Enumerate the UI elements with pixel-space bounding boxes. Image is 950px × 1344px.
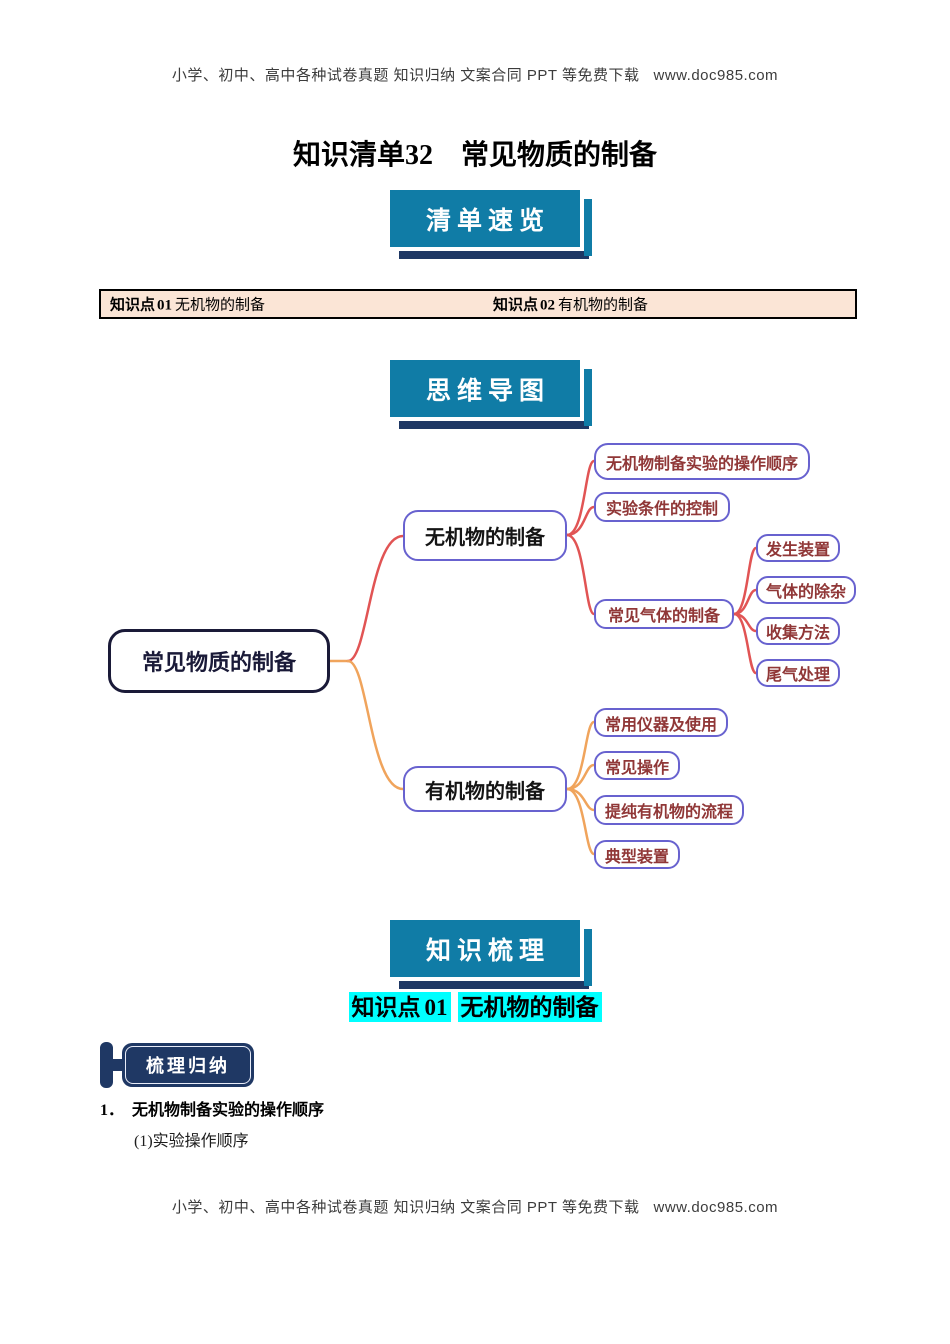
- list-item-1-text: 无机物制备实验的操作顺序: [132, 1102, 325, 1119]
- kp2-label: 知识点: [493, 296, 539, 314]
- node-common-operations: 常见操作: [594, 751, 681, 780]
- kp2-text: 有机物的制备: [558, 296, 649, 314]
- node-gas-purification: 气体的除杂: [756, 576, 857, 604]
- kp2-number: 02: [540, 297, 556, 314]
- mindmap-root-node: 常见物质的制备: [108, 629, 330, 693]
- badge-pill: 梳理归纳: [122, 1043, 254, 1087]
- kp-heading-title: 无机物的制备: [460, 994, 599, 1020]
- list-item-1-number: 1．: [100, 1102, 125, 1119]
- node-common-instruments: 常用仪器及使用: [594, 708, 729, 737]
- title-number: 32: [405, 140, 433, 171]
- banner-overview-label: 清单速览: [425, 206, 550, 235]
- footer-url-link[interactable]: www.doc985.com: [653, 1199, 779, 1216]
- mindmap-branch-organic: 有机物的制备: [403, 766, 567, 812]
- summarize-badge: 梳理归纳: [100, 1042, 254, 1088]
- node-generator-device: 发生装置: [756, 534, 841, 562]
- header-text: 小学、初中、高中各种试卷真题 知识归纳 文案合同 PPT 等免费下载: [171, 67, 640, 84]
- page-title: 知识清单32 常见物质的制备: [0, 133, 950, 173]
- banner-overview: 清单速览: [390, 190, 592, 259]
- title-prefix: 知识清单: [292, 139, 405, 170]
- kp1-number: 01: [157, 297, 173, 314]
- node-collection-method: 收集方法: [756, 617, 841, 645]
- banner-mindmap: 思维导图: [390, 360, 592, 429]
- node-typical-device: 典型装置: [594, 840, 681, 869]
- node-tail-gas-treatment: 尾气处理: [756, 659, 841, 687]
- badge-bar-icon: [100, 1042, 113, 1088]
- kp1-label: 知识点: [110, 296, 156, 314]
- banner-knowledge: 知识梳理: [390, 920, 592, 989]
- kp-heading-label: 知识点: [351, 994, 421, 1020]
- banner-mindmap-label: 思维导图: [425, 376, 550, 405]
- page-header: 小学、初中、高中各种试卷真题 知识归纳 文案合同 PPT 等免费下载 www.do…: [0, 64, 950, 85]
- node-condition-control: 实验条件的控制: [594, 492, 731, 522]
- list-item-1-sub: (1)实验操作顺序: [134, 1133, 249, 1150]
- node-gas-preparation: 常见气体的制备: [594, 599, 734, 629]
- mindmap: 常见物质的制备 无机物的制备 无机物制备实验的操作顺序 实验条件的控制 常见气体…: [0, 430, 950, 890]
- banner-knowledge-label: 知识梳理: [425, 936, 550, 965]
- kp-heading-highlight-2: 无机物的制备: [457, 992, 602, 1022]
- badge-label: 梳理归纳: [125, 1046, 251, 1084]
- kp-heading-number: 01: [424, 995, 448, 1020]
- list-item-1: 1． 无机物制备实验的操作顺序: [100, 1096, 324, 1120]
- mindmap-branch-inorganic: 无机物的制备: [403, 510, 567, 561]
- page-footer: 小学、初中、高中各种试卷真题 知识归纳 文案合同 PPT 等免费下载 www.do…: [0, 1196, 950, 1217]
- node-operation-order: 无机物制备实验的操作顺序: [594, 443, 811, 480]
- mindmap-connectors: [328, 459, 758, 856]
- node-purification-process: 提纯有机物的流程: [594, 795, 745, 825]
- kp1-text: 无机物的制备: [175, 296, 266, 314]
- footer-text: 小学、初中、高中各种试卷真题 知识归纳 文案合同 PPT 等免费下载: [171, 1199, 640, 1216]
- title-suffix: 常见物质的制备: [433, 139, 658, 170]
- header-url-link[interactable]: www.doc985.com: [653, 67, 779, 84]
- badge-joint-icon: [113, 1059, 122, 1071]
